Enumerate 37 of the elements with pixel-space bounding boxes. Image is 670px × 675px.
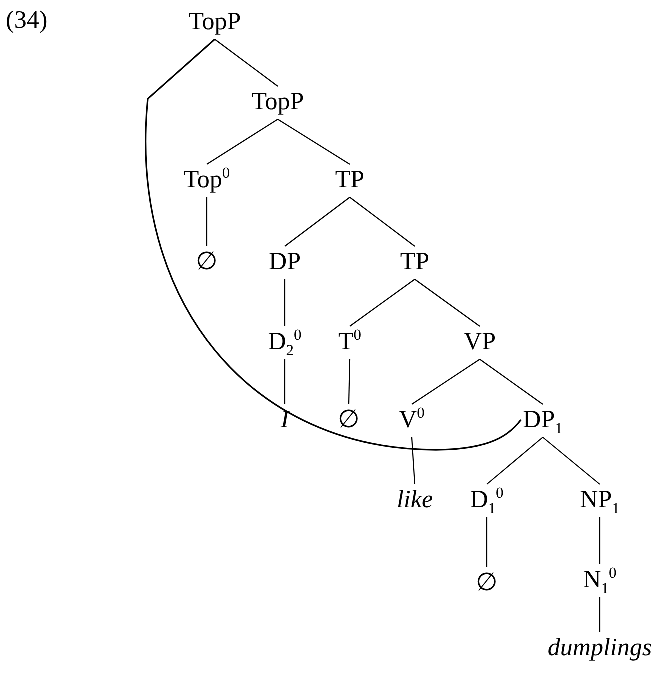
tree-node-label: DP bbox=[267, 246, 303, 278]
tree-branch bbox=[206, 119, 278, 165]
tree-branch bbox=[348, 359, 351, 405]
tree-branch bbox=[206, 198, 208, 246]
tree-branch bbox=[284, 360, 286, 404]
tree-node-label: NP$_{1}$ bbox=[578, 484, 622, 516]
tree-branch bbox=[412, 359, 480, 405]
tree-branch bbox=[599, 518, 601, 564]
tree-branch bbox=[278, 119, 350, 165]
tree-node-label: dumplings bbox=[546, 632, 654, 664]
tree-node-label: TopP bbox=[186, 6, 244, 38]
tree-node-label: ∅ bbox=[336, 404, 362, 436]
tree-node-label: T$^{0}$ bbox=[336, 326, 364, 358]
tree-branch bbox=[599, 598, 601, 632]
tree-branch bbox=[214, 39, 278, 87]
tree-node-label: TopP bbox=[250, 86, 306, 118]
example-number: (34) bbox=[6, 8, 48, 33]
tree-branch bbox=[414, 279, 480, 327]
tree-branch bbox=[284, 197, 350, 247]
tree-node-label: TP bbox=[398, 246, 432, 278]
tree-branch bbox=[350, 197, 416, 247]
tree-node-label: ∅ bbox=[194, 246, 220, 278]
tree-branch bbox=[411, 437, 416, 485]
tree-branch bbox=[486, 437, 544, 485]
movement-line bbox=[145, 38, 522, 451]
tree-node-label: Top$^{0}$ bbox=[182, 164, 232, 196]
tree-branch bbox=[542, 437, 600, 485]
tree-node-label: ∅ bbox=[474, 568, 500, 598]
tree-node-label: VP bbox=[462, 326, 498, 358]
tree-branch bbox=[480, 359, 544, 405]
tree-branch bbox=[486, 518, 488, 568]
tree-branch bbox=[350, 279, 416, 327]
tree-node-label: V$^{0}$ bbox=[397, 404, 427, 436]
tree-node-label: like bbox=[394, 484, 436, 516]
tree-branch bbox=[284, 280, 286, 326]
tree-node-label: TP bbox=[333, 164, 367, 196]
tree-node-label: DP$_{1}$ bbox=[521, 404, 565, 436]
